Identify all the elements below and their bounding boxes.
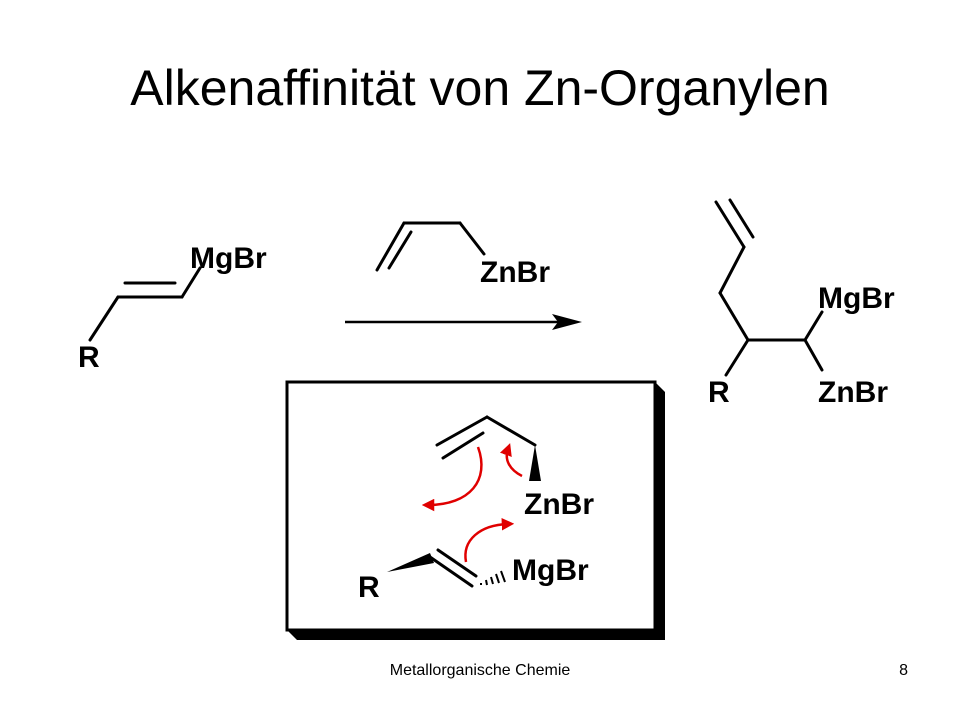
reactant-mgbr-label: MgBr <box>190 242 267 275</box>
product-vinyl-1 <box>714 200 746 249</box>
allyl-double-inner <box>387 230 413 270</box>
reagent-znbr-label: ZnBr <box>480 256 550 289</box>
ts-vinyl-double-outer <box>428 555 474 588</box>
product-bond-d <box>803 310 824 342</box>
ts-allyl-bond <box>485 415 537 447</box>
product-bond-e <box>803 338 824 372</box>
page-number: 8 <box>899 662 908 679</box>
box-frame <box>285 380 657 632</box>
product-r-label: R <box>708 376 730 409</box>
curly-arrow-left <box>421 446 483 512</box>
product-bond-f <box>724 338 750 377</box>
slide-footer: Metallorganische Chemie <box>389 662 571 679</box>
reaction-scheme: R MgBr ZnBr MgBr ZnBr R ZnBr <box>78 198 895 640</box>
bond-r-c1 <box>88 295 120 342</box>
ts-znbr-label: ZnBr <box>524 488 594 521</box>
curly-arrow-bottom <box>464 517 515 563</box>
product-vinyl-2 <box>728 198 755 239</box>
curly-arrow-top <box>499 443 523 478</box>
product-mgbr-label: MgBr <box>818 282 895 315</box>
ts-mgbr-label: MgBr <box>512 554 589 587</box>
ts-r-wedge <box>387 553 434 572</box>
bond-c2-mg <box>180 266 202 299</box>
product-znbr-label: ZnBr <box>818 376 888 409</box>
transition-state-box: ZnBr R MgBr <box>285 380 665 640</box>
ts-hashed-bond <box>480 570 506 586</box>
product-bond-b <box>718 291 750 342</box>
slide-title: Alkenaffinität von Zn-Organylen <box>130 60 830 116</box>
reaction-arrow <box>345 314 582 330</box>
ts-wedge-bond <box>529 445 541 481</box>
product-bond-a <box>718 245 746 295</box>
allyl-zinc-reagent: ZnBr <box>375 221 550 289</box>
ts-allyl-double-inner <box>441 431 485 460</box>
allyl-bond-1 <box>375 221 406 272</box>
reactant-r-label: R <box>78 341 100 374</box>
allyl-bond-3 <box>458 221 486 256</box>
ts-allyl-double-outer <box>435 415 489 447</box>
ts-vinyl-double-inner <box>436 548 478 578</box>
ts-r-label: R <box>358 571 380 604</box>
vinyl-grignard-reactant: R MgBr <box>78 242 267 374</box>
product-molecule: MgBr ZnBr R <box>708 198 895 409</box>
